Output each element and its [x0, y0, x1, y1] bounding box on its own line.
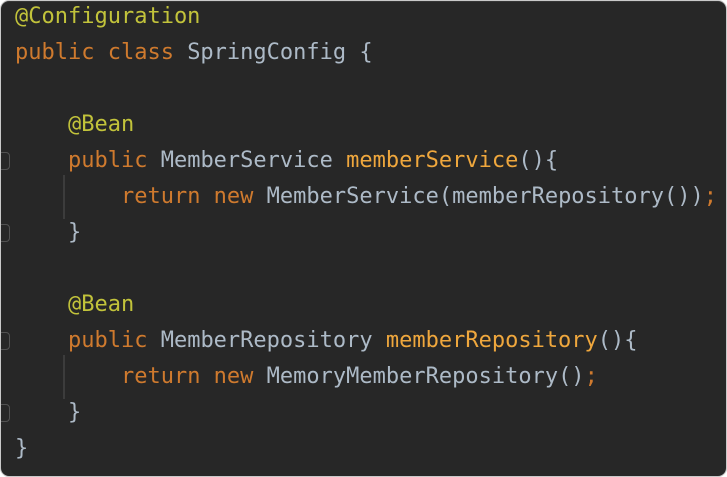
- code-line: [15, 251, 726, 287]
- gutter-fold-icon[interactable]: [1, 224, 10, 242]
- code-token: @Configuration: [15, 4, 201, 29]
- code-token: MemberRepository: [160, 328, 386, 353]
- code-token: [15, 220, 68, 245]
- code-token: memberRepository: [385, 328, 598, 353]
- code-line: return new MemoryMemberRepository();: [15, 359, 726, 395]
- code-token: }: [67, 400, 82, 425]
- code-token: public: [67, 328, 161, 353]
- code-token: [15, 148, 68, 173]
- gutter-fold-icon[interactable]: [1, 332, 10, 350]
- code-token: [15, 364, 121, 389]
- code-area[interactable]: @Configuration public class SpringConfig…: [1, 1, 726, 467]
- code-token: public class: [15, 40, 188, 65]
- code-token: SpringConfig {: [187, 40, 373, 65]
- code-line: }: [15, 395, 726, 431]
- code-line: }: [15, 431, 726, 467]
- code-token: [15, 328, 68, 353]
- code-line: @Configuration: [15, 1, 726, 35]
- code-token: ;: [703, 184, 718, 209]
- code-line: public MemberService memberService(){: [15, 143, 726, 179]
- code-token: @Bean: [67, 112, 135, 137]
- code-token: MemoryMemberRepository(): [266, 364, 585, 389]
- code-token: MemberService: [160, 148, 347, 173]
- code-line: return new MemberService(memberRepositor…: [15, 179, 726, 215]
- code-token: return new: [120, 364, 267, 389]
- code-token: @Bean: [67, 292, 135, 317]
- code-token: [15, 292, 68, 317]
- code-line: public class SpringConfig {: [15, 35, 726, 71]
- gutter-fold-icon[interactable]: [1, 404, 10, 422]
- code-line: }: [15, 215, 726, 251]
- indent-guide: [63, 355, 65, 399]
- code-token: ;: [584, 364, 598, 389]
- code-token: return new: [120, 184, 267, 209]
- code-token: memberService: [346, 148, 519, 173]
- gutter-fold-icon[interactable]: [1, 152, 10, 170]
- code-line: @Bean: [15, 107, 726, 143]
- code-token: public: [67, 148, 161, 173]
- code-line: [15, 71, 726, 107]
- code-token: [15, 184, 121, 209]
- code-token: [15, 400, 68, 425]
- code-token: MemberService(memberRepository()): [266, 184, 704, 209]
- code-token: [15, 112, 68, 137]
- code-line: @Bean: [15, 287, 726, 323]
- code-token: (){: [518, 148, 559, 173]
- code-token: (){: [597, 328, 638, 353]
- code-token: }: [15, 436, 29, 461]
- code-line: public MemberRepository memberRepository…: [15, 323, 726, 359]
- indent-guide: [63, 175, 65, 219]
- code-token: }: [67, 220, 82, 245]
